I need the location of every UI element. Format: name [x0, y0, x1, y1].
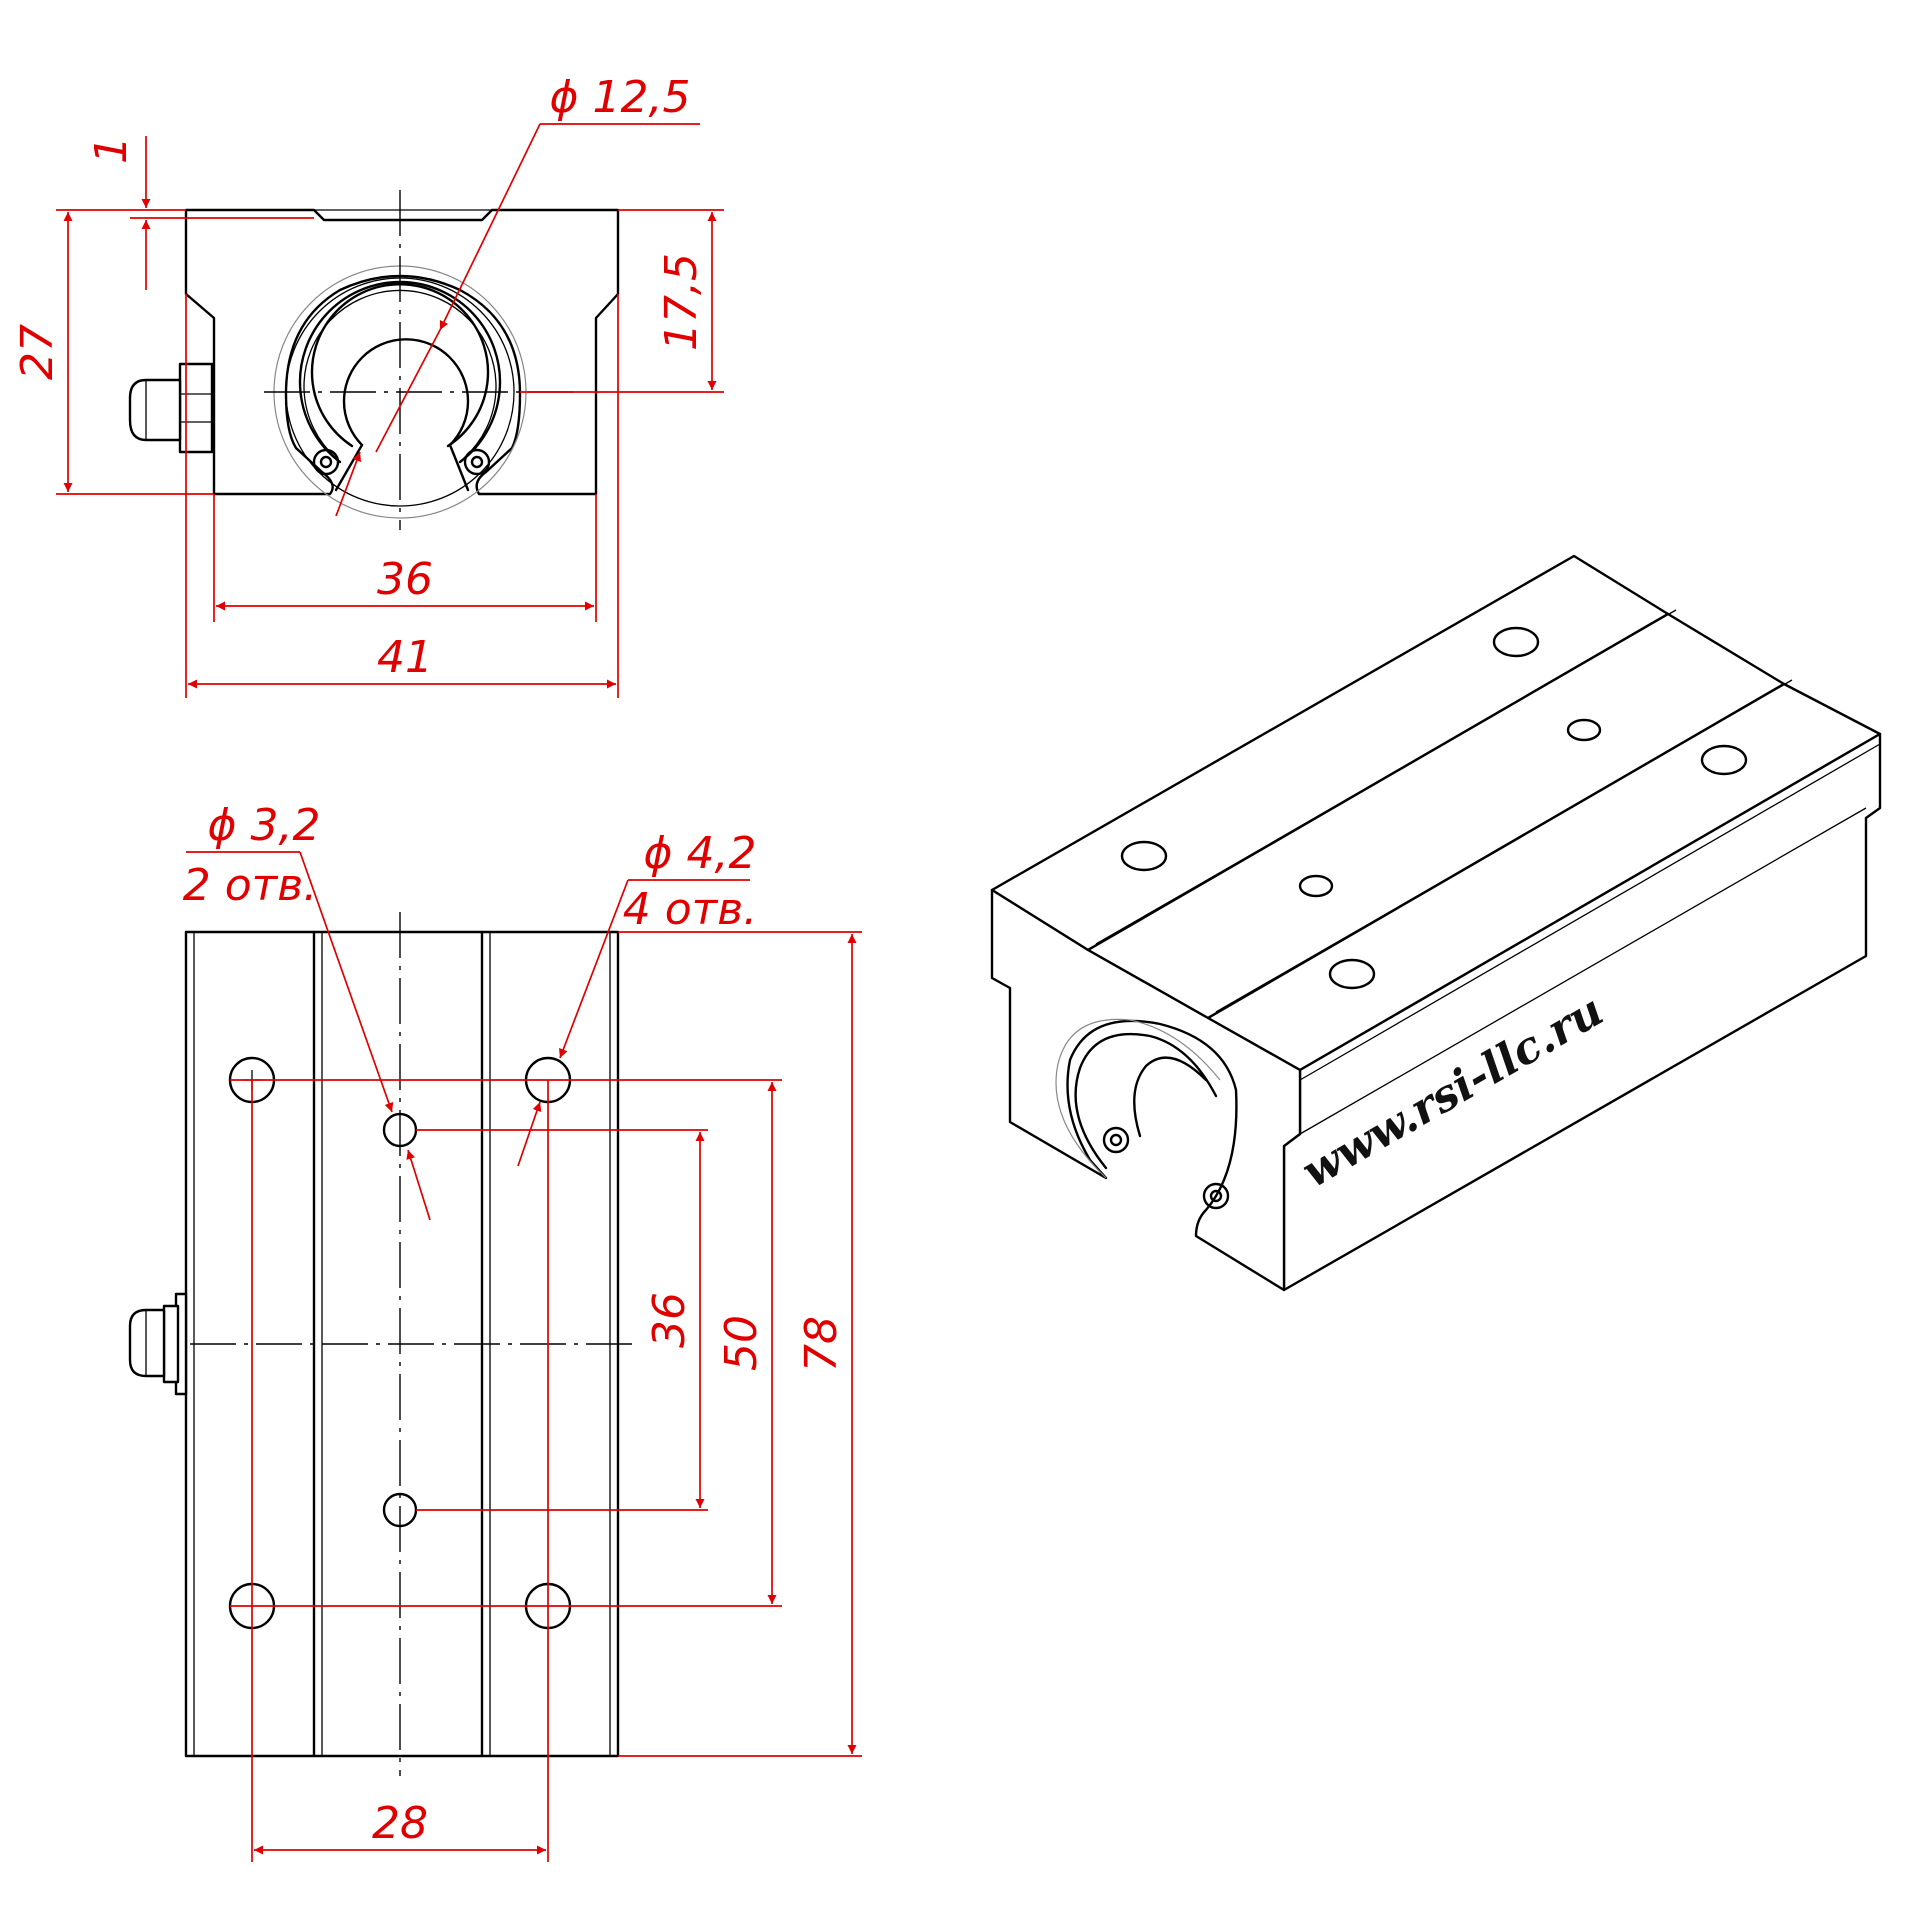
iso-front-face — [990, 888, 1302, 1292]
grease-nipple-front — [128, 362, 214, 454]
dim-height: 27 — [12, 324, 63, 380]
iso-large-hole-1 — [1120, 840, 1168, 872]
iso-large-hole-3 — [1328, 958, 1376, 990]
dim-large-hole-spacing-cross: 28 — [372, 1798, 428, 1849]
dim-axis-height: 17,5 — [656, 253, 707, 351]
dim-large-holes-dia: ϕ 4,2 — [644, 828, 757, 879]
dim-large-hole-spacing-long: 50 — [716, 1315, 767, 1371]
dim-small-hole-spacing: 36 — [644, 1292, 695, 1348]
dim-overall-width: 41 — [377, 632, 433, 683]
retaining-ring-eye-right — [463, 448, 491, 476]
iso-ring-eye-1 — [1102, 1126, 1130, 1154]
top-view: 36 50 78 28 ϕ 3,2 2 отв. ϕ 4,2 4 отв. — [128, 800, 862, 1862]
dim-groove-depth: 1 — [86, 136, 137, 164]
iso-small-hole-1 — [1298, 874, 1334, 898]
iso-holes — [1120, 626, 1748, 990]
dim-overall-length: 78 — [796, 1316, 847, 1372]
dim-small-holes-count: 2 отв. — [183, 860, 317, 911]
dim-bore-diameter: ϕ 12,5 — [550, 72, 691, 123]
front-dimensions: 27 17,5 1 36 41 ϕ 12,5 — [12, 72, 724, 698]
grease-nipple-top — [128, 1292, 188, 1396]
dim-large-holes-count: 4 отв. — [623, 884, 757, 935]
retaining-ring-eye-left — [312, 448, 340, 476]
iso-large-hole-4 — [1700, 744, 1748, 776]
dim-small-holes-dia: ϕ 3,2 — [208, 800, 321, 851]
bore-opening-arc — [342, 338, 470, 447]
iso-bore — [1055, 1018, 1230, 1210]
iso-small-hole-2 — [1566, 718, 1602, 742]
dim-base-width: 36 — [377, 554, 433, 605]
iso-ring-eye-2 — [1202, 1182, 1230, 1210]
top-dimensions: 36 50 78 28 ϕ 3,2 2 отв. ϕ 4,2 4 отв. — [183, 800, 862, 1862]
front-view: 27 17,5 1 36 41 ϕ 12,5 — [12, 72, 724, 698]
front-body-outline — [184, 208, 620, 496]
iso-large-hole-2 — [1492, 626, 1540, 658]
iso-view: www.rsi-llc.ru — [990, 554, 1882, 1292]
